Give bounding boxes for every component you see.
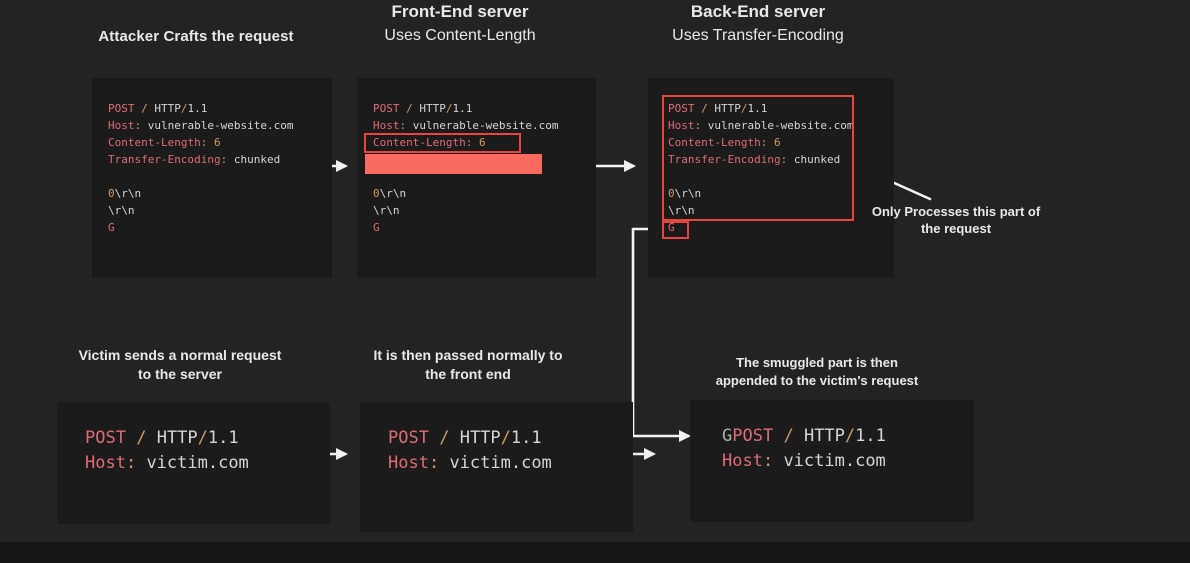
smuggled-label: The smuggled part is then appended to th… xyxy=(688,354,946,390)
backend-note-line1: Only Processes this part of xyxy=(871,204,1041,219)
smuggled-label-line1: The smuggled part is then xyxy=(736,355,898,370)
frontend-heading-subtitle: Uses Content-Length xyxy=(384,27,536,44)
passed-label-line2: the front end xyxy=(425,366,511,382)
backend-heading-title: Back-End server xyxy=(690,2,826,21)
passed-label-line1: It is then passed normally to xyxy=(373,347,563,363)
victim-label: Victim sends a normal request to the ser… xyxy=(55,346,305,384)
attacker-heading: Attacker Crafts the request xyxy=(98,28,294,45)
frontend-heading-title: Front-End server xyxy=(391,2,529,21)
passed-label: It is then passed normally to the front … xyxy=(343,346,593,384)
smuggled-label-line2: appended to the victim's request xyxy=(715,373,919,388)
letterbox-bar xyxy=(0,542,1190,563)
smuggled-g-outline-box xyxy=(662,221,689,239)
victim-label-line2: to the server xyxy=(137,366,223,382)
backend-note-line2: the request xyxy=(920,221,992,236)
backend-note: Only Processes this part of the request xyxy=(860,203,1052,237)
backend-heading-subtitle: Uses Transfer-Encoding xyxy=(672,27,844,44)
transfer-encoding-redaction-bar xyxy=(365,154,542,174)
backend-heading: Back-End server Uses Transfer-Encoding xyxy=(630,2,886,46)
content-length-highlight-box xyxy=(364,133,521,153)
victim-label-line1: Victim sends a normal request xyxy=(78,347,282,363)
frontend-heading: Front-End server Uses Content-Length xyxy=(340,2,580,46)
backend-processed-outline-box xyxy=(662,95,854,221)
